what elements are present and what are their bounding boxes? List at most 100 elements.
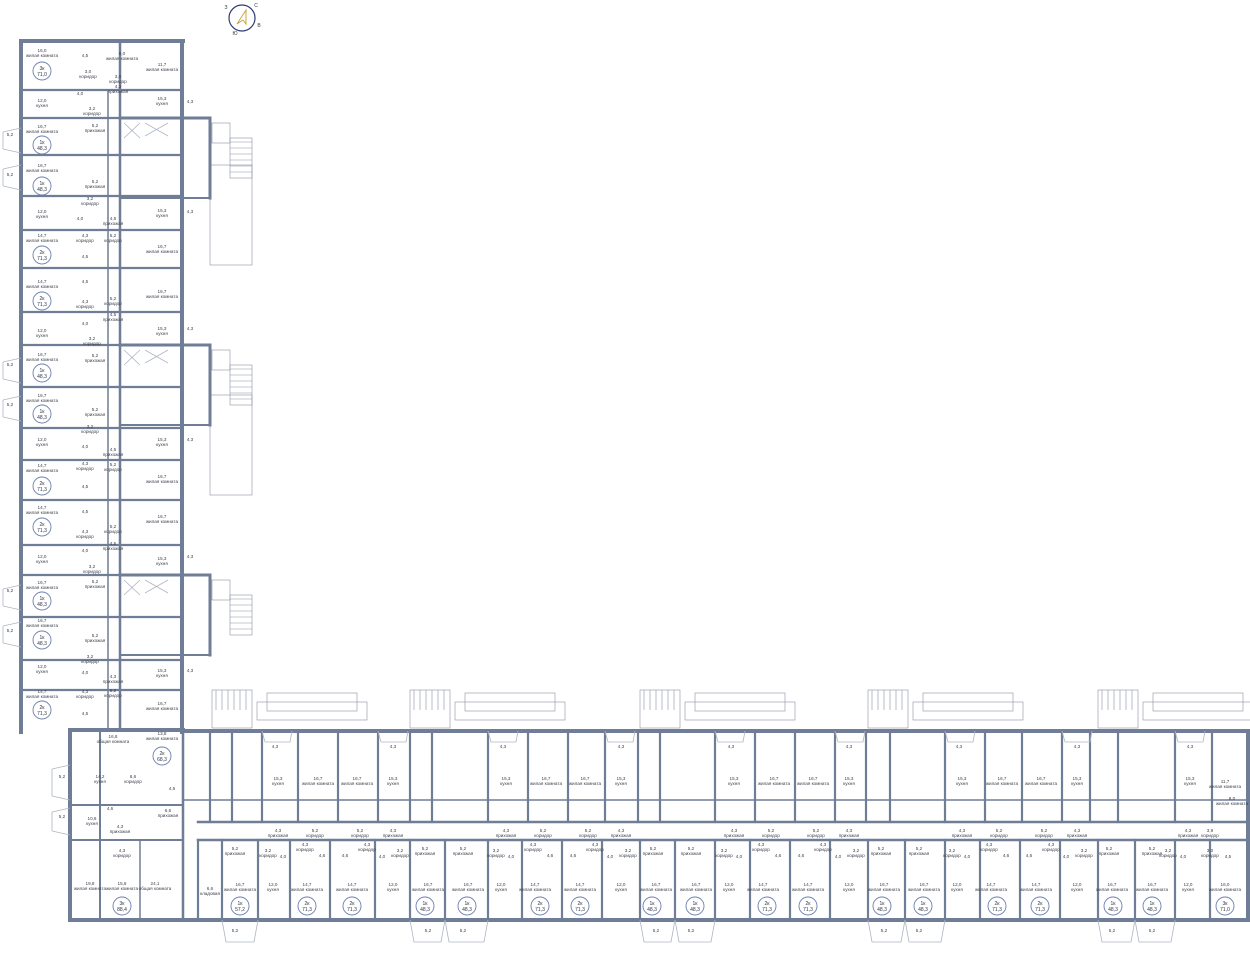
- room-area: 4,3: [110, 674, 117, 679]
- room-area: 4,3: [82, 299, 89, 304]
- room-area: 5,2: [7, 628, 14, 633]
- room-area: 5,2: [540, 828, 547, 833]
- badge-circle: [32, 363, 52, 383]
- room-area: 12,0: [953, 882, 962, 887]
- partition: [144, 349, 169, 364]
- room-area: 3,2: [87, 424, 94, 429]
- room-name: кухня: [156, 561, 168, 566]
- partition: [1089, 730, 1093, 743]
- apartment-type: 1к: [40, 181, 46, 187]
- room-name: кухня: [956, 781, 968, 786]
- room-label: 4,0: [835, 854, 842, 859]
- room-area: 4,3: [275, 828, 282, 833]
- room-label: 4,0: [1063, 854, 1070, 859]
- room-name: прихожая: [1178, 833, 1199, 838]
- room-name: кухня: [387, 781, 399, 786]
- room-area: 3,0: [1207, 848, 1214, 853]
- room-name: кухня: [272, 781, 284, 786]
- partition: [2, 127, 22, 133]
- apartment-area: 48,3: [877, 907, 887, 913]
- room-area: 3,0: [115, 74, 122, 79]
- badge-circle: [1103, 896, 1123, 916]
- room-area: 3,2: [1081, 848, 1088, 853]
- room-label: 4,5: [169, 786, 176, 791]
- room-area: 14,7: [38, 279, 47, 284]
- room-name: коридор: [358, 847, 376, 852]
- room-name: жилая комната: [26, 585, 58, 590]
- apartment-type: 1к: [465, 901, 471, 907]
- room-name: коридор: [76, 534, 94, 539]
- compass-north: С: [254, 3, 258, 9]
- room-area: 16,7: [880, 882, 889, 887]
- room-name: жилая комната: [975, 887, 1007, 892]
- room-name: кухня: [1184, 781, 1196, 786]
- room-name: общая комната: [139, 886, 172, 891]
- room-label: 4,0: [82, 548, 89, 553]
- room-area: 5,2: [59, 814, 66, 819]
- apartment-area: 48,3: [647, 907, 657, 913]
- room-area: 4,3: [728, 744, 735, 749]
- room-area: 4,3: [1048, 842, 1055, 847]
- room-label: 4,3: [187, 326, 194, 331]
- room-label: 4,5: [82, 484, 89, 489]
- room-area: 15,3: [730, 776, 739, 781]
- partition: [2, 164, 22, 170]
- walls: [2, 39, 1250, 943]
- room-name: жилая комната: [146, 706, 178, 711]
- room-area: 16,7: [770, 776, 779, 781]
- badge-circle: [32, 591, 52, 611]
- room-area: 14,7: [531, 882, 540, 887]
- badge-circle: [872, 896, 892, 916]
- room-area: 14,7: [38, 463, 47, 468]
- stair-railing: [256, 701, 368, 721]
- badge-circle: [32, 291, 52, 311]
- room-name: кухня: [36, 442, 48, 447]
- room-area: 16,7: [1037, 776, 1046, 781]
- stair-railing: [1097, 689, 1139, 729]
